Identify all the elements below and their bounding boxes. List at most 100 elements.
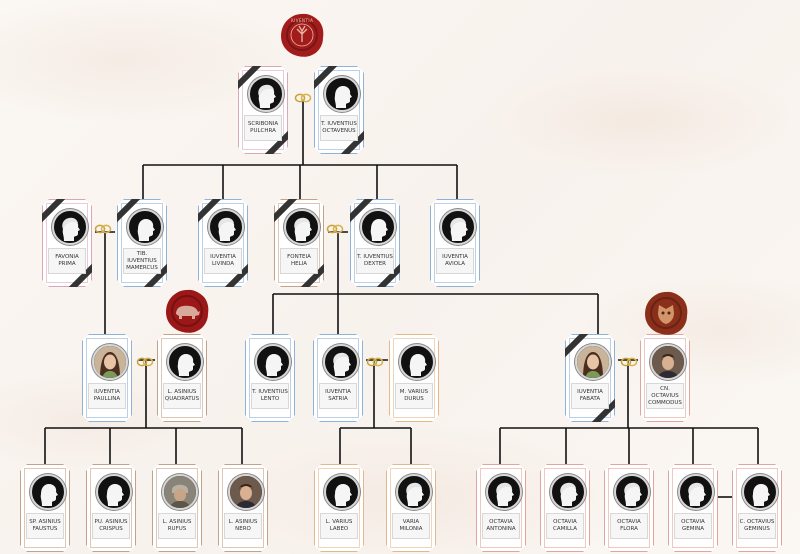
silhouette-icon [396,474,432,510]
name-line-1: IUVENTIA [442,254,468,260]
wedding-rings-icon [366,352,384,367]
name-line-2: MILONIA [399,526,423,532]
name-line-1: IUVENTIA [94,389,120,395]
silhouette-icon [96,474,132,510]
name-line-1: T. IUVENTIUS [357,254,393,260]
name-line-1: OCTAVIA [681,519,705,525]
silhouette-icon [614,474,650,510]
name-line-2: AVIOLA [444,261,466,267]
wedding-rings-icon [620,352,638,367]
name-line-2: LIVINDA [211,261,235,267]
seal-inscription: IUVENTIA [290,18,314,23]
silhouette-icon [399,344,435,380]
name-line-1: OCTAVIA [489,519,513,525]
name-line-1: L. ASINIUS [228,519,258,525]
wax-seal-tree-icon: IUVENTIA [279,12,325,58]
name-line-2: FLORA [620,526,638,532]
silhouette-icon [678,474,714,510]
silhouette-icon [30,474,66,510]
name-line-1: IUVENTIA [210,254,236,260]
name-line-2: PAULLINA [93,396,121,402]
name-line-2: FAUSTUS [32,526,58,532]
silhouette-icon [248,76,284,112]
silhouette-icon [127,209,163,245]
name-line-1: PU. ASINIUS [94,519,128,525]
man-portrait [650,344,686,380]
silhouette-icon [52,209,88,245]
silhouette-icon [486,474,522,510]
silhouette-icon [208,209,244,245]
name-line-1: SCRIBONIA [247,121,279,127]
name-line-1: T. IUVENTIUS [252,389,288,395]
silhouette-icon [550,474,586,510]
wax-seal-lion-icon [643,290,689,336]
name-line-1: C. OCTAVIUS [739,519,775,525]
silhouette-icon [440,209,476,245]
name-line-2: QUADRATUS [164,396,200,402]
name-line-2: LENTO [260,396,280,402]
wedding-rings-icon [294,88,312,103]
silhouette-icon [167,344,203,380]
silhouette-icon [360,209,396,245]
name-line-2: RUFUS [167,526,187,532]
name-line-1: TIB. IUVENTIUS [127,250,157,264]
man-portrait [228,474,264,510]
name-line-2: HELIA [290,261,308,267]
silhouette-icon [323,344,359,380]
name-line-2: GEMINA [682,526,704,532]
woman-portrait [92,344,128,380]
name-line-1: L. VARIUS [325,519,353,525]
name-line-1: SP. ASINIUS [29,519,61,525]
name-line-1: L. ASINIUS [167,389,197,395]
name-line-1: OCTAVIA [617,519,641,525]
silhouette-icon [255,344,291,380]
silhouette-icon [742,474,778,510]
name-line-2: NERO [235,526,251,532]
wax-seal-boar-icon [164,288,210,334]
name-line-2: PULCHRA [250,128,276,134]
name-line-2: FABATA [579,396,601,402]
name-line-2: MAMERCUS [126,264,158,271]
